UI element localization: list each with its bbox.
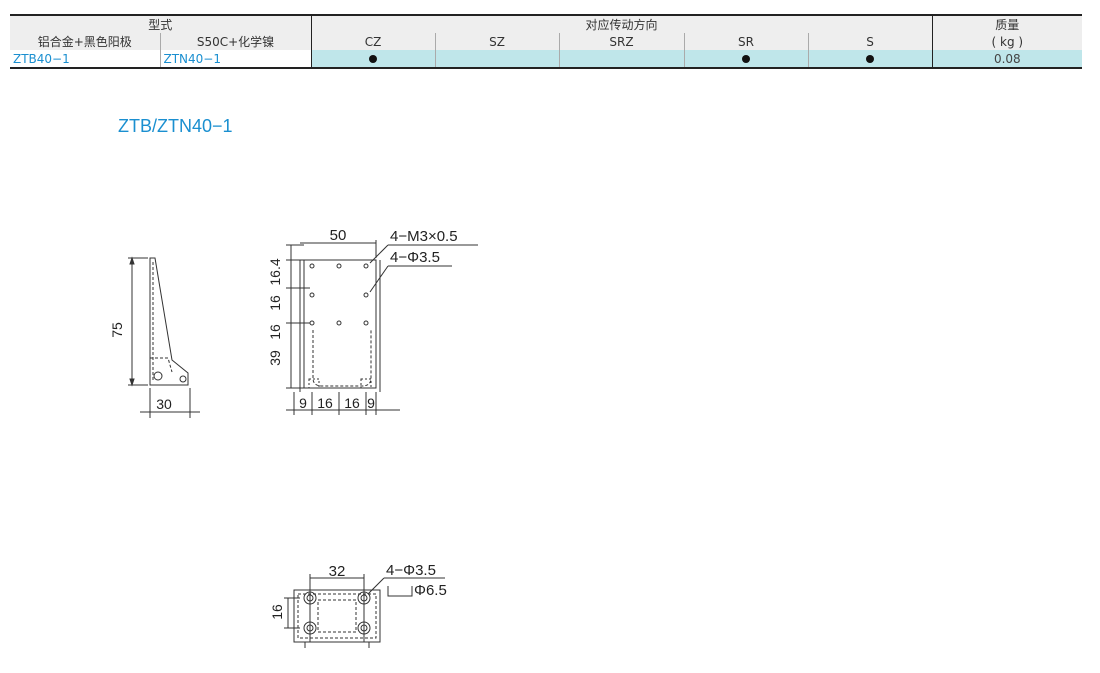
mark-sr xyxy=(684,50,809,69)
dim-depth: 30 xyxy=(156,396,172,412)
header-model: 型式 xyxy=(10,14,312,33)
dim-h1: 9 xyxy=(299,395,307,411)
header-dir-sz: SZ xyxy=(435,33,560,50)
dim-v4: 39 xyxy=(267,350,283,366)
dim-h4: 9 xyxy=(367,395,375,411)
dim-v1: 16.4 xyxy=(267,258,283,285)
note-hole: 4−Φ3.5 xyxy=(390,249,440,266)
mark-s xyxy=(808,50,933,69)
bottom-note-hole: 4−Φ3.5 xyxy=(386,562,436,579)
header-mass-unit: ( kg ) xyxy=(932,33,1083,50)
bottom-note-cbore: Φ6.5 xyxy=(414,582,447,599)
dim-width: 50 xyxy=(330,227,347,244)
front-view xyxy=(286,240,478,415)
mark-cz xyxy=(311,50,436,69)
part-number-b[interactable]: ZTN40−1 xyxy=(160,50,312,69)
table-row: ZTB40−1 ZTN40−1 0.08 xyxy=(10,50,1083,69)
side-view xyxy=(128,256,200,418)
dim-height: 75 xyxy=(109,322,125,338)
mass-value: 0.08 xyxy=(932,50,1083,69)
header-row-1: 型式 对应传动方向 质量 xyxy=(10,14,1083,33)
dim-h2: 16 xyxy=(317,395,333,411)
header-row-2: 铝合金+黑色阳极 S50C+化学镍 CZ SZ SRZ SR S ( kg ) xyxy=(10,33,1083,50)
mark-sz xyxy=(435,50,560,69)
dim-h3: 16 xyxy=(344,395,360,411)
mark-srz xyxy=(559,50,685,69)
dim-v3: 16 xyxy=(267,324,283,340)
drawing-title: ZTB/ZTN40−1 xyxy=(118,116,233,136)
header-dir-srz: SRZ xyxy=(559,33,685,50)
header-material-a: 铝合金+黑色阳极 xyxy=(10,33,161,50)
supported-dot-icon xyxy=(742,55,751,63)
header-dir-cz: CZ xyxy=(311,33,436,50)
bottom-view xyxy=(284,574,445,648)
header-material-b: S50C+化学镍 xyxy=(160,33,312,50)
supported-dot-icon xyxy=(369,55,378,63)
spec-table: 型式 对应传动方向 质量 铝合金+黑色阳极 S50C+化学镍 CZ SZ SRZ… xyxy=(10,14,1083,69)
header-dir-sr: SR xyxy=(684,33,809,50)
supported-dot-icon xyxy=(866,55,875,63)
dim-v2: 16 xyxy=(267,295,283,311)
header-direction: 对应传动方向 xyxy=(311,14,933,33)
header-mass: 质量 xyxy=(932,14,1083,33)
header-dir-s: S xyxy=(808,33,933,50)
part-number-a[interactable]: ZTB40−1 xyxy=(10,50,161,69)
bottom-dim-width: 32 xyxy=(329,563,346,580)
bottom-dim-height: 16 xyxy=(269,604,285,620)
note-thread: 4−M3×0.5 xyxy=(390,228,458,245)
